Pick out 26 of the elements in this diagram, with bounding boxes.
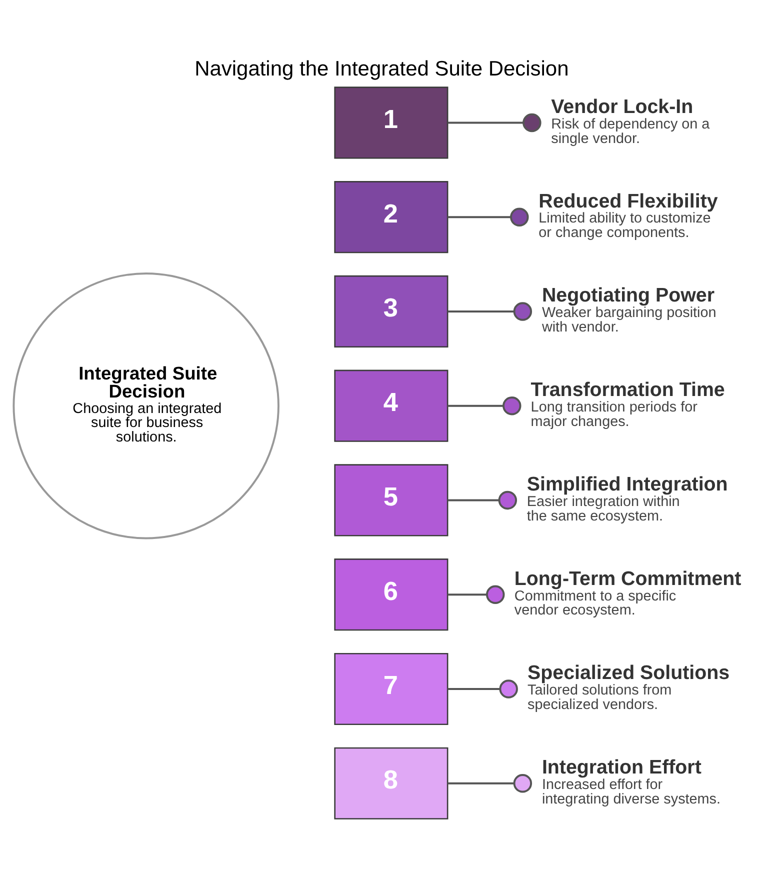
node-text: Reduced Flexibility Limited ability to customize or change components. (538, 190, 718, 241)
node-text: Long-Term Commitment Commitment to a specific vendor ecosystem. (514, 567, 742, 618)
node-box: 8 (334, 746, 448, 819)
node-text: Negotiating Power Weaker bargaining position with vendor. (542, 284, 716, 336)
connector (448, 774, 532, 792)
diagram-title: Navigating the Integrated Suite Decision (194, 56, 569, 80)
node-box: 5 (334, 464, 448, 536)
node-circle: Integrated Suite Decision Choosing an integrated suite for business solutions. (12, 272, 280, 539)
connector (448, 302, 532, 320)
connector (448, 207, 529, 226)
connector (448, 112, 542, 132)
connector (448, 396, 522, 415)
node-box: 7 (334, 652, 448, 725)
node-box: 3 (334, 274, 448, 348)
node-box: 6 (334, 558, 448, 630)
node-box: 4 (334, 369, 448, 442)
node-text: Integration Effort Increased effort for integrating diverse systems. (542, 756, 721, 807)
node-text: Simplified Integration Easier integration within the same ecosystem. (526, 472, 728, 524)
node-text: Specialized Solutions Tailored solutions from specialized vendors. (528, 662, 730, 713)
node-text: Vendor Lock-In Risk of dependency on a single vendor. (551, 95, 710, 146)
connector (448, 490, 518, 510)
node-box: 1 (334, 86, 448, 158)
connector (448, 679, 518, 698)
connector (448, 584, 505, 604)
node-text: Transformation Time Long transition periods for major changes. (530, 378, 725, 430)
node-box: 2 (334, 180, 448, 253)
